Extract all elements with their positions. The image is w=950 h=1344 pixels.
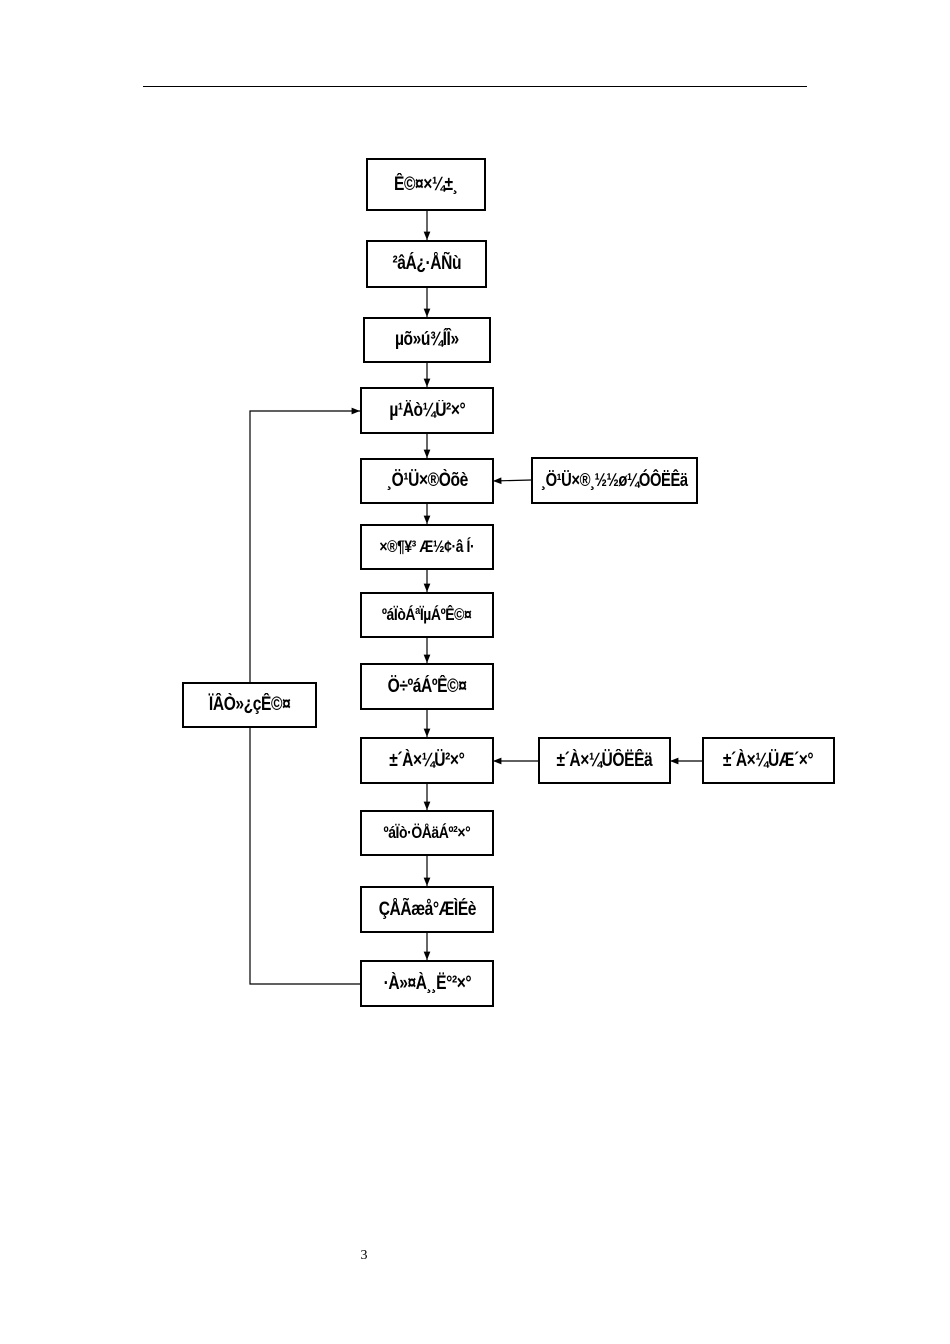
flow-step-11-label: ÇÅÃæå°ÆÌÉè <box>378 898 476 920</box>
side-input-bailey-transport: ±´À×¼ÜÔËÊä <box>538 737 671 784</box>
side-input-bailey-transport-label: ±´À×¼ÜÔËÊä <box>556 749 653 771</box>
flow-step-10: ºáÏò·ÖÅäÁº²×° <box>360 810 494 856</box>
flow-step-2-label: ²âÁ¿·ÅÑù <box>392 253 461 274</box>
loop-connector-top <box>249 407 360 682</box>
flow-step-3: µõ»ú¾ÍÎ» <box>363 317 491 363</box>
flow-step-5-label: ¸Ö¹Ü×®Òõè <box>386 470 468 491</box>
flow-step-12-label: ·À»¤À¸¸Ë°²×° <box>383 972 471 994</box>
page-number: 3 <box>360 1248 368 1263</box>
flow-step-1: Ê©¤×¼±¸ <box>366 158 486 211</box>
flow-step-8-label: Ö÷ºáÁºÊ©¤ <box>387 675 467 697</box>
flow-step-5: ¸Ö¹Ü×®Òõè <box>360 458 494 504</box>
flow-step-11: ÇÅÃæå°ÆÌÉè <box>360 886 494 933</box>
loop-step-label: ÏÂÒ»¿çÊ©¤ <box>208 694 291 715</box>
flow-step-9-label: ±´À×¼Ü²×° <box>389 749 465 771</box>
header-rule <box>143 86 807 87</box>
flow-step-6: ×®¶¥³ Æ½¢·â Í· <box>360 524 494 570</box>
side-input-pile-fabrication: ¸Ö¹Ü×®¸½½ø¼ÓÔËÊä <box>531 457 698 504</box>
flow-step-4-label: µ¹Äò¼Ü²×° <box>388 399 466 421</box>
arrow-pile-fabrication <box>492 477 532 485</box>
flow-step-8: Ö÷ºáÁºÊ©¤ <box>360 663 494 710</box>
flow-step-4: µ¹Äò¼Ü²×° <box>360 387 494 434</box>
side-input-bailey-assembly: ±´À×¼ÜÆ´×° <box>702 737 835 784</box>
flow-step-9: ±´À×¼Ü²×° <box>360 737 494 784</box>
flow-step-2: ²âÁ¿·ÅÑù <box>366 240 487 288</box>
loop-connector-bottom <box>249 728 360 985</box>
flow-step-7: ºáÏòÁªÏµÁºÊ©¤ <box>360 592 494 638</box>
flow-step-6-label: ×®¶¥³ Æ½¢·â Í· <box>379 537 475 556</box>
flow-step-7-label: ºáÏòÁªÏµÁºÊ©¤ <box>382 605 472 624</box>
side-input-bailey-assembly-label: ±´À×¼ÜÆ´×° <box>723 749 814 771</box>
flow-step-12: ·À»¤À¸¸Ë°²×° <box>360 960 494 1007</box>
flow-step-10-label: ºáÏò·ÖÅäÁº²×° <box>383 823 471 842</box>
flow-step-1-label: Ê©¤×¼±¸ <box>394 173 458 195</box>
flow-step-3-label: µõ»ú¾ÍÎ» <box>395 329 459 350</box>
loop-step-next-span: ÏÂÒ»¿çÊ©¤ <box>182 682 317 728</box>
side-input-pile-fabrication-label: ¸Ö¹Ü×®¸½½ø¼ÓÔËÊä <box>541 470 688 490</box>
